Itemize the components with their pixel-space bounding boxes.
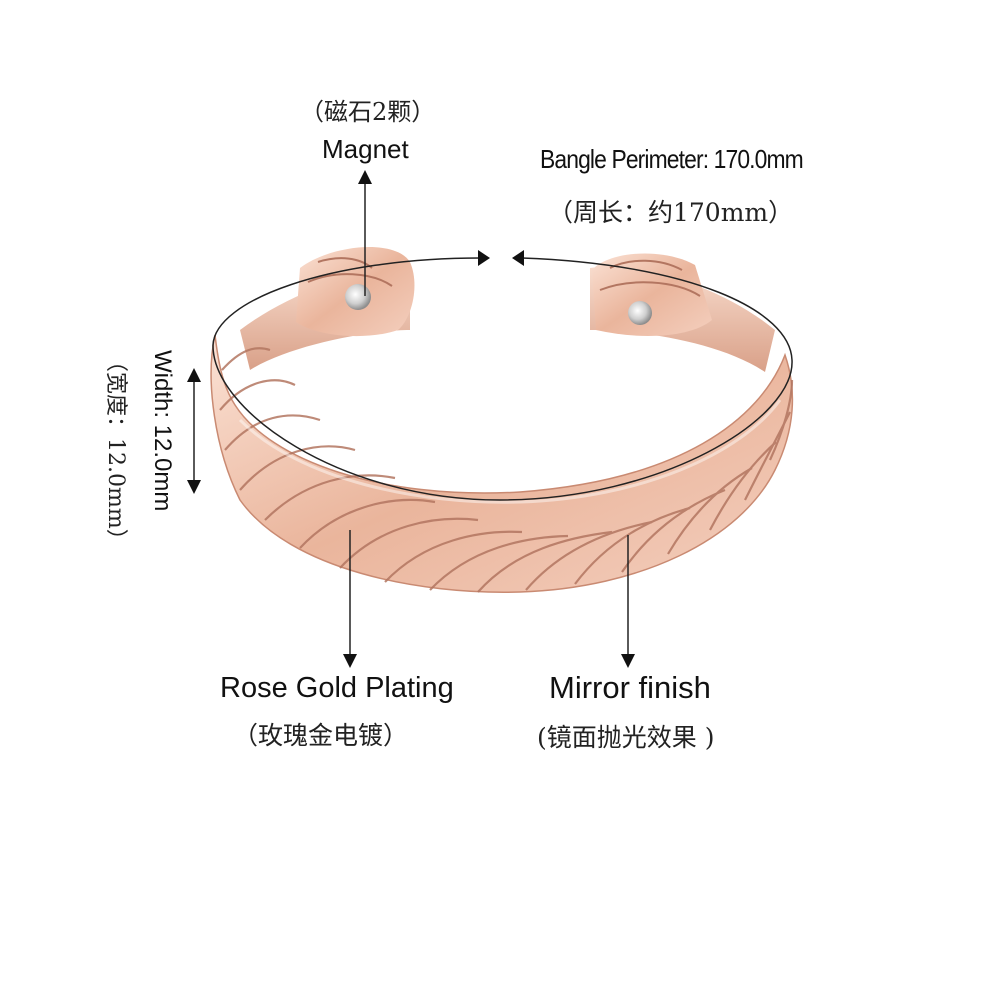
plating-arrow-icon xyxy=(343,654,357,668)
magnet-pointer xyxy=(358,170,372,296)
plating-label: Rose Gold Plating xyxy=(220,672,454,704)
perimeter-label-cn: （周长：约170mm） xyxy=(548,198,794,227)
finish-label-cn: (镜面抛光效果 ) xyxy=(537,723,715,752)
magnet-left-icon xyxy=(345,284,371,310)
perimeter-measure-line xyxy=(212,250,793,501)
perimeter-label: Bangle Perimeter: 170.0mm xyxy=(540,144,804,174)
width-arrow-down-icon xyxy=(187,480,201,494)
width-label: Width: 12.0mm xyxy=(149,350,176,512)
width-label-cn: （宽度：12.0mm） xyxy=(103,350,128,551)
left-end-cap xyxy=(296,247,415,337)
finish-pointer xyxy=(621,535,635,668)
magnet-label: Magnet xyxy=(322,134,409,164)
plating-pointer xyxy=(343,530,357,668)
perimeter-arrow-right-icon xyxy=(512,250,524,266)
bangle-front-band xyxy=(210,334,794,593)
finish-arrow-icon xyxy=(621,654,635,668)
magnet-right-icon xyxy=(628,301,652,325)
perimeter-arrow-left-icon xyxy=(478,250,490,266)
finish-label: Mirror finish xyxy=(549,670,711,705)
plating-label-cn: （玫瑰金电镀） xyxy=(233,721,409,750)
width-measure-line xyxy=(187,368,201,494)
right-end-cap xyxy=(592,253,712,336)
width-arrow-up-icon xyxy=(187,368,201,382)
magnet-arrow-icon xyxy=(358,170,372,184)
magnet-label-cn: （磁石2颗） xyxy=(300,98,436,126)
